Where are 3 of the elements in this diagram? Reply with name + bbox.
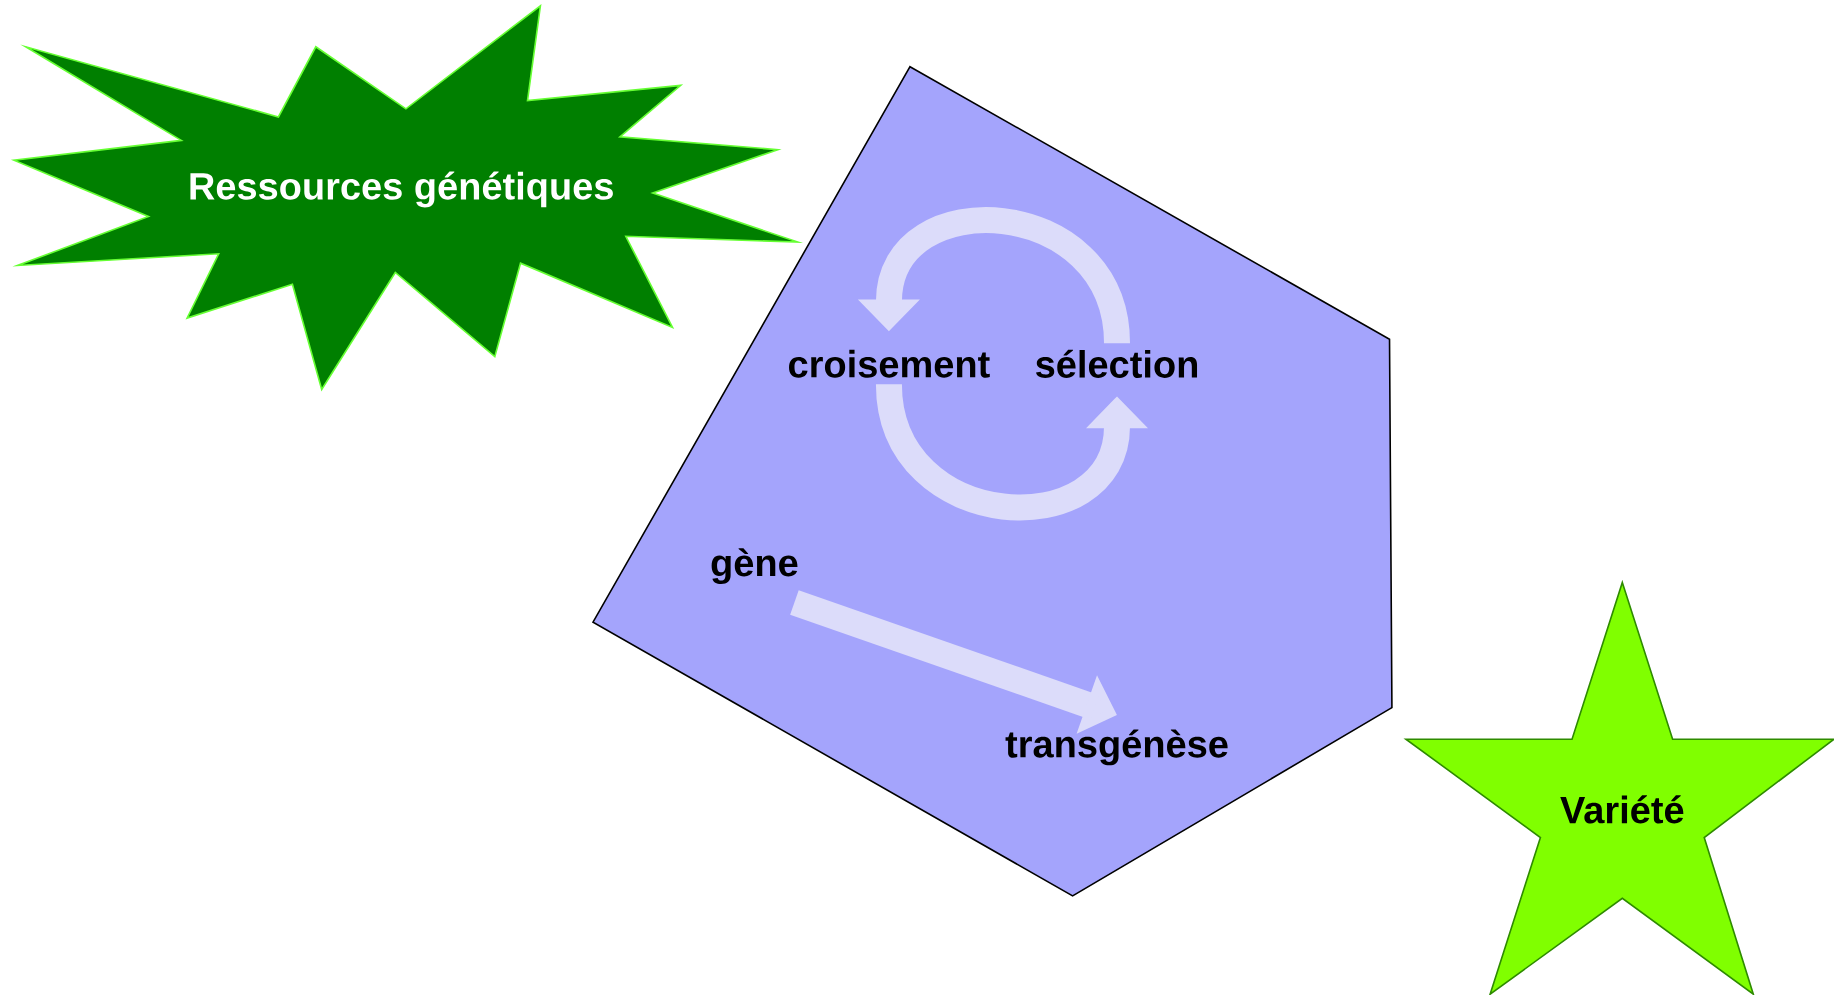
result-label: transgénèse xyxy=(1005,729,1228,766)
input-label: gène xyxy=(711,548,798,585)
step-label: sélection xyxy=(1036,349,1198,378)
